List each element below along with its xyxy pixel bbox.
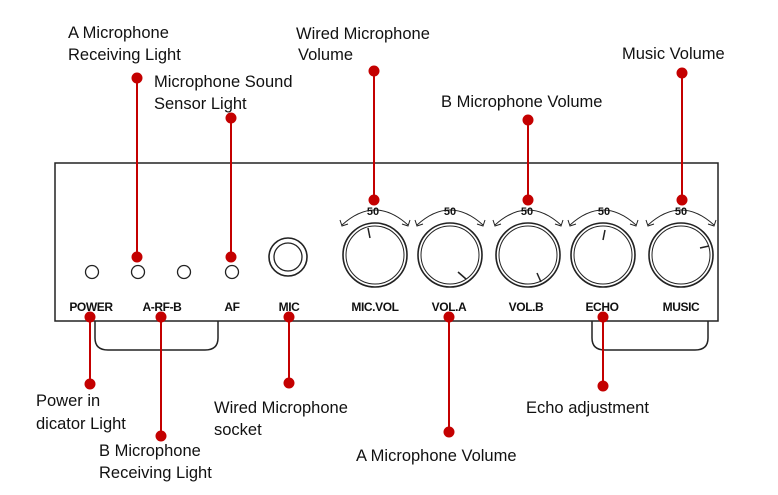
leader-lines [84, 65, 688, 442]
arfb-label: A-RF-B [143, 300, 183, 314]
echo-dial-value: 50 [598, 206, 610, 218]
music-arc-icon [647, 209, 715, 226]
right-foot [591, 320, 709, 351]
micvol-knob [342, 222, 408, 288]
mic-socket-inner [273, 242, 303, 272]
callout-a-mic-light: A Microphone Receiving Light [68, 24, 181, 64]
vola-dial-value: 50 [444, 206, 456, 218]
mic-label: MIC [279, 300, 301, 314]
af-label: AF [224, 300, 239, 314]
volb-knob [495, 222, 561, 288]
callout-music-volume: Music Volume [622, 45, 725, 63]
vola-knob [417, 222, 483, 288]
power-label: POWER [69, 300, 113, 314]
b-receiving-light-icon [176, 264, 192, 280]
callout-mic-sound-sensor: Microphone Sound Sensor Light [154, 73, 297, 113]
echo-arc-icon [569, 209, 637, 226]
af-light-icon [224, 264, 240, 280]
echo-knob [570, 222, 636, 288]
music-knob [648, 222, 714, 288]
power-light-icon [84, 264, 100, 280]
callout-b-mic-volume: B Microphone Volume [441, 93, 602, 111]
micvol-dial-value: 50 [367, 206, 379, 218]
callout-wired-mic-volume: Wired Microphone Volume [296, 25, 434, 64]
vola-label: VOL.A [432, 300, 467, 314]
echo-label: ECHO [585, 300, 618, 314]
micvol-arc-icon [341, 209, 409, 226]
volb-label: VOL.B [509, 300, 544, 314]
micvol-label: MIC.VOL [351, 300, 398, 314]
callout-a-mic-volume: A Microphone Volume [356, 447, 517, 465]
callout-power-light: Power in dicator Light [36, 392, 126, 433]
a-receiving-light-icon [130, 264, 146, 280]
left-foot [94, 320, 219, 351]
callout-wired-mic-socket: Wired Microphone socket [214, 399, 352, 439]
volb-dial-value: 50 [521, 206, 533, 218]
vola-arc-icon [416, 209, 484, 226]
callout-echo-adjustment: Echo adjustment [526, 399, 649, 417]
volb-arc-icon [494, 209, 562, 226]
callout-b-mic-light: B Microphone Receiving Light [99, 442, 212, 482]
music-label: MUSIC [663, 300, 700, 314]
music-dial-value: 50 [675, 206, 687, 218]
